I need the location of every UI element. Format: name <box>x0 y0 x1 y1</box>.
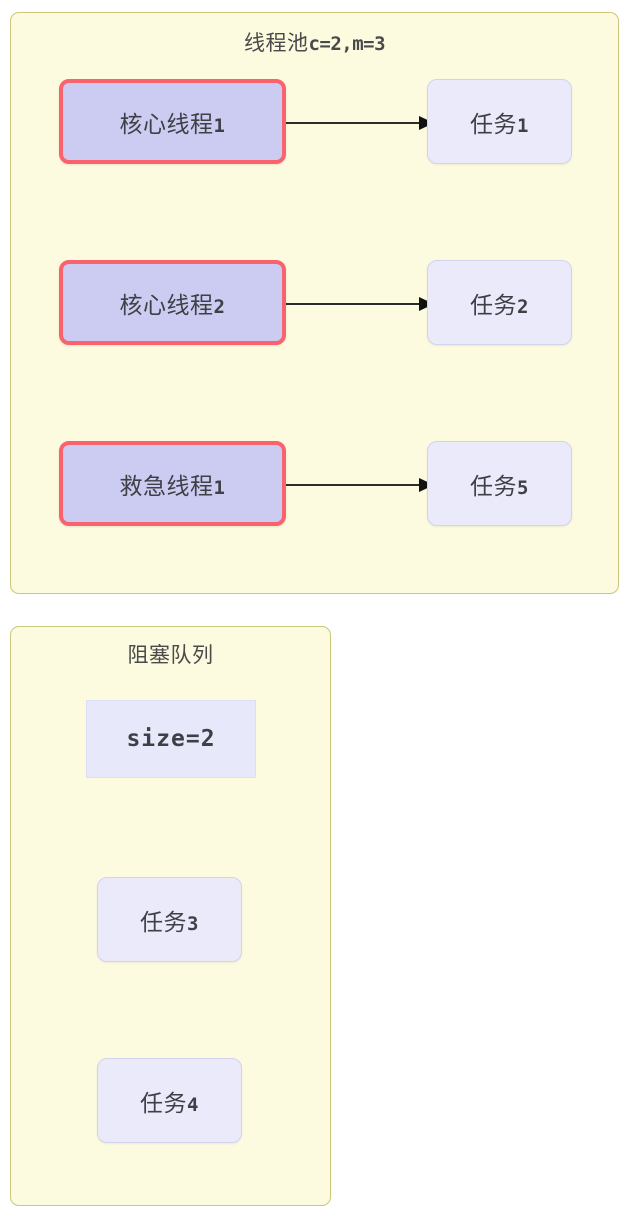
thread-box-emergency-1-label: 救急线程1 <box>120 467 226 501</box>
task-box-5-num: 5 <box>517 476 529 499</box>
queue-task-box-3-num: 3 <box>187 912 199 935</box>
task-box-1[interactable]: 任务1 <box>427 79 572 164</box>
thread-box-core-1[interactable]: 核心线程1 <box>59 79 286 164</box>
thread-pool-container: 线程池c=2,m=3 核心线程1 任务1 核心线程2 任务2 救急线程1 任务5 <box>10 12 619 594</box>
thread-pool-title-text: 线程池 <box>243 31 309 55</box>
task-box-2-label: 任务2 <box>470 286 529 320</box>
task-box-5-label: 任务5 <box>470 467 529 501</box>
queue-task-box-4-cjk: 任务 <box>140 1090 188 1117</box>
blocking-queue-title: 阻塞队列 <box>127 643 214 667</box>
task-box-2-cjk: 任务 <box>470 292 518 319</box>
queue-task-box-4[interactable]: 任务4 <box>97 1058 242 1143</box>
arrow-emergency-1-to-task-5 <box>286 478 434 492</box>
thread-box-core-2-label: 核心线程2 <box>120 286 226 320</box>
queue-task-box-3[interactable]: 任务3 <box>97 877 242 962</box>
queue-task-box-3-label: 任务3 <box>140 903 199 937</box>
thread-box-core-1-cjk: 核心线程 <box>119 111 214 138</box>
task-box-1-label: 任务1 <box>470 105 529 139</box>
arrow-core-1-to-task-1 <box>286 116 434 130</box>
thread-pool-title-params: c=2,m=3 <box>308 33 386 55</box>
thread-box-core-2-num: 2 <box>213 295 226 318</box>
thread-box-emergency-1-cjk: 救急线程 <box>119 473 214 500</box>
thread-box-core-2[interactable]: 核心线程2 <box>59 260 286 345</box>
thread-box-core-1-label: 核心线程1 <box>120 105 226 139</box>
task-box-1-cjk: 任务 <box>470 111 518 138</box>
task-box-5[interactable]: 任务5 <box>427 441 572 526</box>
queue-task-box-4-label: 任务4 <box>140 1084 199 1118</box>
queue-size-label: size=2 <box>126 726 216 752</box>
thread-box-core-2-cjk: 核心线程 <box>119 292 214 319</box>
thread-box-emergency-1-num: 1 <box>213 476 226 499</box>
queue-size-box[interactable]: size=2 <box>86 700 256 778</box>
queue-task-box-3-cjk: 任务 <box>140 909 188 936</box>
thread-pool-title: 线程池c=2,m=3 <box>11 27 618 57</box>
task-box-2-num: 2 <box>517 295 529 318</box>
task-box-1-num: 1 <box>517 114 529 137</box>
task-box-2[interactable]: 任务2 <box>427 260 572 345</box>
thread-box-emergency-1[interactable]: 救急线程1 <box>59 441 286 526</box>
arrow-core-2-to-task-2 <box>286 297 434 311</box>
queue-task-box-4-num: 4 <box>187 1093 199 1116</box>
task-box-5-cjk: 任务 <box>470 473 518 500</box>
thread-box-core-1-num: 1 <box>213 114 226 137</box>
